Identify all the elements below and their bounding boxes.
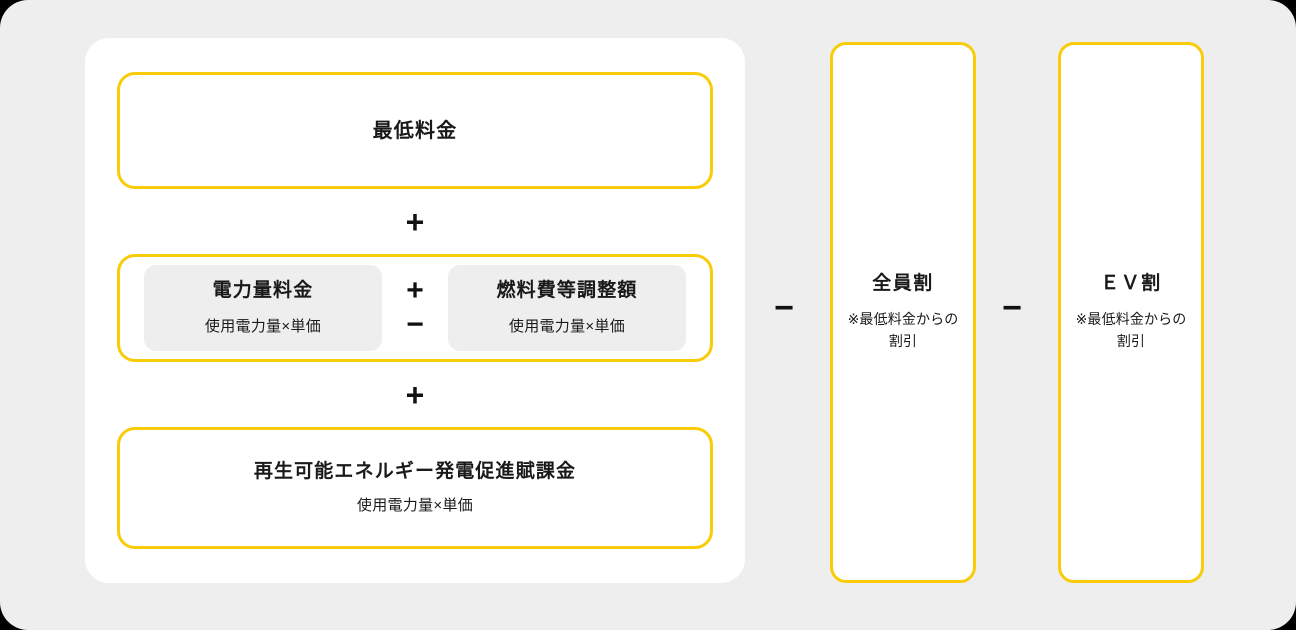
plus-icon: + bbox=[405, 376, 425, 413]
plus-icon: + bbox=[405, 203, 425, 240]
energy-charge-block: 電力量料金 使用電力量×単価 + − 燃料費等調整額 使用電力量×単価 bbox=[117, 254, 713, 362]
operator-row-plus-2: + bbox=[117, 362, 713, 427]
minimum-charge-block: 最低料金 bbox=[117, 72, 713, 189]
fuel-cost-adjustment-box: 燃料費等調整額 使用電力量×単価 bbox=[448, 265, 686, 351]
discount-title-all-members: 全員割 bbox=[872, 273, 934, 295]
electricity-usage-charge-box: 電力量料金 使用電力量×単価 bbox=[144, 265, 382, 351]
operator-row-plus-1: + bbox=[117, 189, 713, 254]
electricity-usage-charge-title: 電力量料金 bbox=[212, 279, 314, 301]
operator-minus-before-all-discount: − bbox=[758, 291, 810, 325]
discount-column-ev: ＥＶ割 ※最低料金からの割引 bbox=[1058, 42, 1204, 583]
plus-icon: + bbox=[406, 274, 424, 307]
fuel-cost-adjustment-title: 燃料費等調整額 bbox=[496, 279, 638, 301]
fuel-cost-adjustment-subtext: 使用電力量×単価 bbox=[508, 318, 626, 336]
minus-icon: − bbox=[1002, 289, 1022, 327]
discount-note-all-members: ※最低料金からの割引 bbox=[847, 311, 959, 349]
discount-title-ev: ＥＶ割 bbox=[1100, 273, 1162, 295]
discount-note-ev: ※最低料金からの割引 bbox=[1075, 311, 1187, 349]
base-charges-card: 最低料金 + 電力量料金 使用電力量×単価 + − 燃料費等調整額 使用電力量× bbox=[85, 38, 745, 583]
renewable-levy-subtext: 使用電力量×単価 bbox=[356, 496, 474, 514]
discount-column-all-members: 全員割 ※最低料金からの割引 bbox=[830, 42, 976, 583]
renewable-levy-title: 再生可能エネルギー発電促進賦課金 bbox=[253, 461, 577, 483]
minus-icon: − bbox=[774, 289, 794, 327]
minus-icon: − bbox=[406, 308, 424, 341]
electricity-usage-charge-subtext: 使用電力量×単価 bbox=[204, 318, 322, 336]
minimum-charge-title: 最低料金 bbox=[372, 119, 458, 142]
plus-minus-operator: + − bbox=[382, 276, 448, 340]
renewable-levy-block: 再生可能エネルギー発電促進賦課金 使用電力量×単価 bbox=[117, 427, 713, 549]
operator-minus-before-ev-discount: − bbox=[986, 291, 1038, 325]
